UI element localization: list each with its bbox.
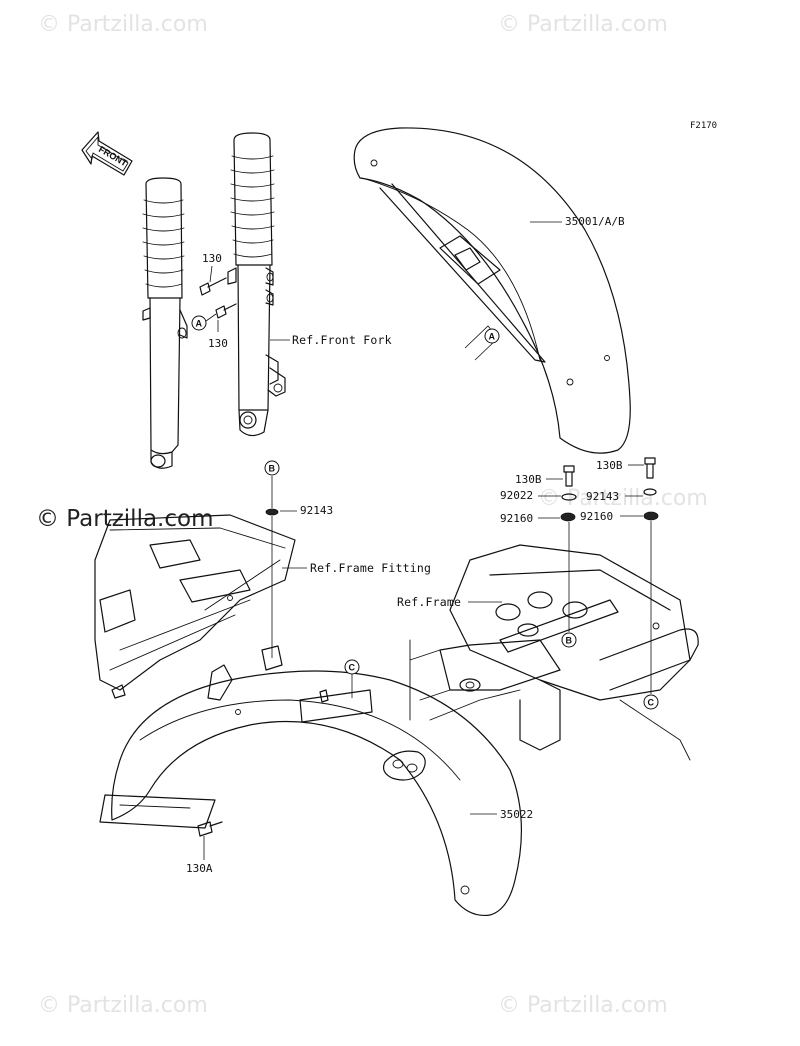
washer-92022 <box>561 493 577 501</box>
washer-92143-right <box>643 488 657 496</box>
bolt-130-lower <box>215 303 237 332</box>
grommet-92160-right <box>643 511 659 521</box>
callout-c-fender: C <box>344 659 360 675</box>
fork-leg-right <box>227 132 286 437</box>
rear-fender <box>99 670 523 917</box>
ref-frame: Ref.Frame <box>397 595 461 609</box>
svg-text:© Partzilla.com: © Partzilla.com <box>538 486 708 511</box>
part-label-92143-right: 92143 <box>586 490 619 503</box>
svg-text:© Partzilla.com: © Partzilla.com <box>38 12 208 37</box>
bolt-130b-right <box>644 457 656 479</box>
svg-text:© Partzilla.com: © Partzilla.com <box>498 993 668 1018</box>
part-label-130-lower: 130 <box>208 337 228 350</box>
part-label-130a: 130A <box>186 862 213 875</box>
part-label-92143-left: 92143 <box>300 504 333 517</box>
svg-text:B: B <box>566 636 573 646</box>
part-label-92160-left: 92160 <box>500 512 533 525</box>
bolt-130b-left <box>563 465 575 487</box>
svg-text:C: C <box>648 698 655 708</box>
callout-b-top: B <box>264 460 280 476</box>
watermark-top-right: © Partzilla.com <box>498 12 668 37</box>
figure-code: F2170 <box>690 121 717 131</box>
frame-fitting <box>94 514 296 701</box>
part-label-130b-right: 130B <box>596 459 623 472</box>
svg-text:A: A <box>196 319 203 329</box>
grommet-92160-left <box>560 512 576 522</box>
part-label-130b-left: 130B <box>515 473 542 486</box>
part-label-35001: 35001/A/B <box>565 215 625 228</box>
watermark-center-right: © Partzilla.com <box>538 486 708 511</box>
svg-text:A: A <box>489 332 496 342</box>
bolt-130-upper <box>199 265 227 296</box>
ref-front-fork: Ref.Front Fork <box>292 333 392 347</box>
ref-frame-fitting: Ref.Frame Fitting <box>310 561 431 575</box>
svg-text:B: B <box>269 464 276 474</box>
bolt-130a <box>197 821 223 837</box>
callout-b-frame: B <box>561 632 577 648</box>
watermark-bottom-left: © Partzilla.com <box>38 993 208 1018</box>
rear-frame <box>409 544 699 761</box>
part-label-92022: 92022 <box>500 489 533 502</box>
svg-text:© Partzilla.com: © Partzilla.com <box>38 993 208 1018</box>
callout-a-fender: A <box>464 325 500 361</box>
callout-a-fork: A <box>191 313 217 331</box>
callout-c-frame: C <box>643 694 659 710</box>
svg-text:C: C <box>349 663 356 673</box>
part-label-130-upper: 130 <box>202 252 222 265</box>
fork-leg-left <box>142 177 188 469</box>
part-label-92160-right: 92160 <box>580 510 613 523</box>
watermark-bottom-right: © Partzilla.com <box>498 993 668 1018</box>
svg-text:© Partzilla.com: © Partzilla.com <box>498 12 668 37</box>
front-fender <box>353 127 631 454</box>
front-arrow-icon: FRONT <box>81 131 133 176</box>
grommet-92143-left <box>265 508 279 516</box>
watermark-top-left: © Partzilla.com <box>38 12 208 37</box>
part-label-35022: 35022 <box>500 808 533 821</box>
